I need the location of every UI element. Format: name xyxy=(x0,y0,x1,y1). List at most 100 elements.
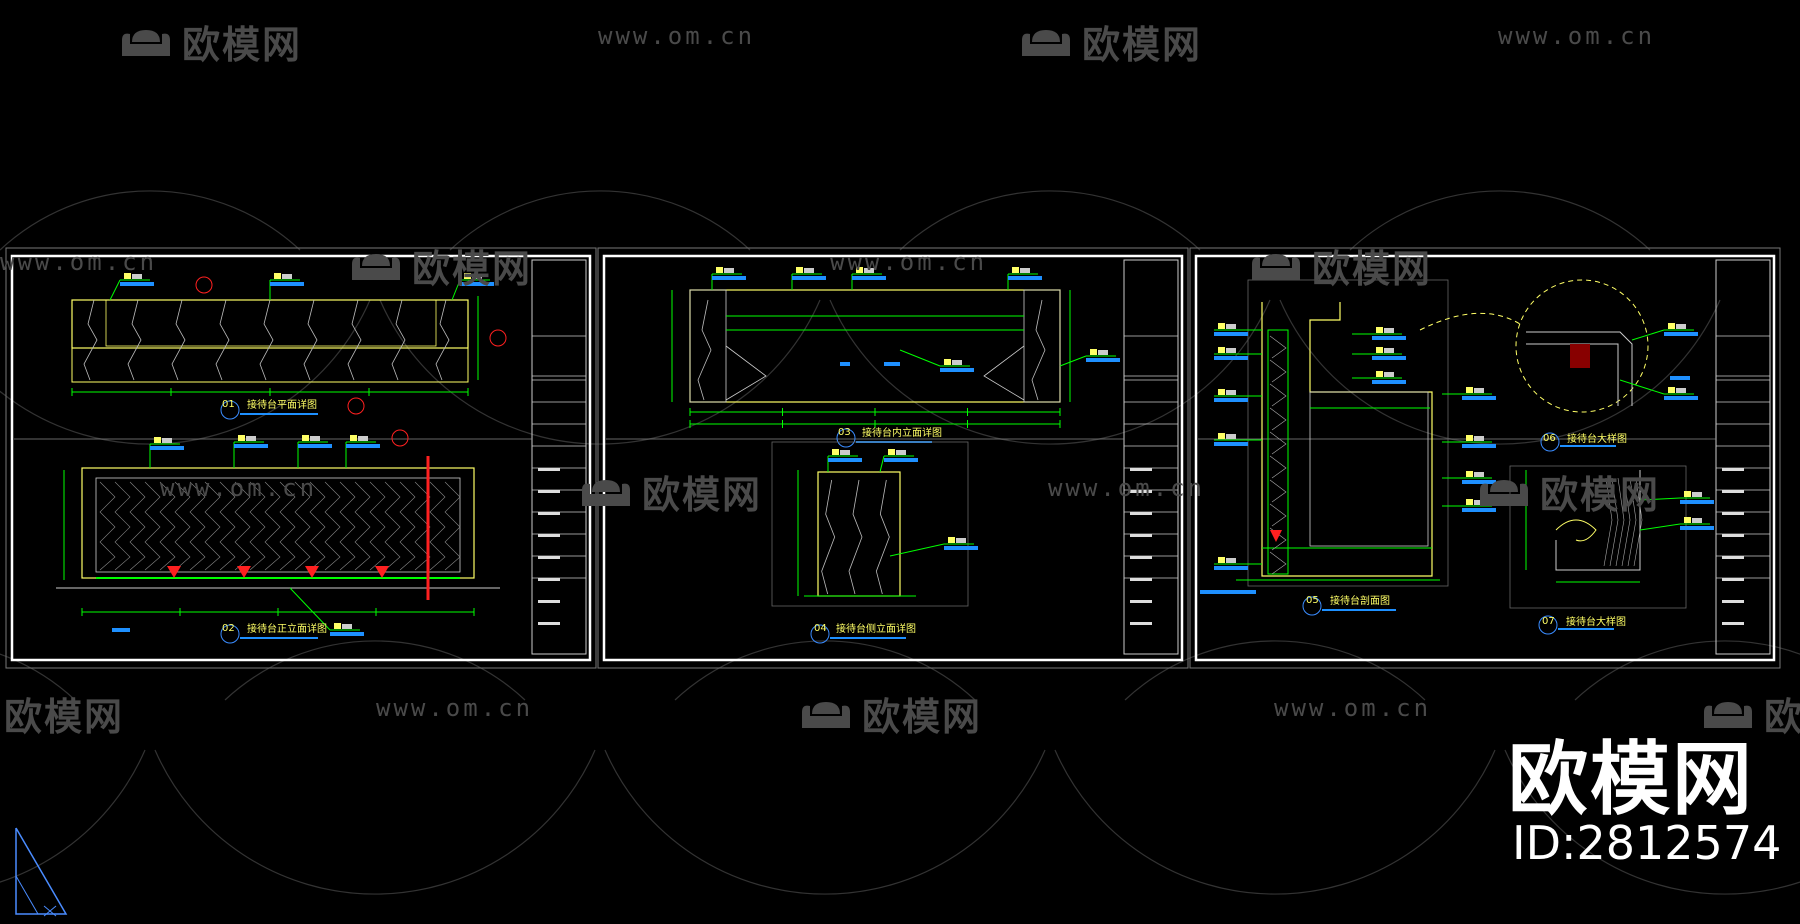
title-block xyxy=(531,259,587,655)
herringbone-pattern xyxy=(249,481,266,571)
herringbone-pattern xyxy=(279,481,296,571)
title-block-text-bar xyxy=(1722,600,1744,603)
herringbone-pattern xyxy=(324,481,341,571)
herringbone-pattern xyxy=(339,481,356,571)
tag-square xyxy=(350,435,357,441)
wood-grain xyxy=(1269,431,1287,455)
leader-line xyxy=(1619,379,1665,395)
tag-bar xyxy=(1086,358,1120,362)
title-block-text-bar xyxy=(538,622,560,625)
tag-square xyxy=(1012,267,1019,273)
title-block-text-bar xyxy=(1722,512,1744,515)
section-cabinet xyxy=(1309,391,1429,547)
downlight-symbol xyxy=(237,566,251,578)
watermark-arc xyxy=(1279,299,1721,445)
marble-vein xyxy=(347,299,362,381)
tag-bar xyxy=(884,362,900,366)
side-elevation-outline xyxy=(817,471,901,597)
wood-grain xyxy=(1269,359,1287,383)
ucs-icon xyxy=(15,827,68,917)
watermark-arc xyxy=(1124,640,1426,701)
tag-bar xyxy=(1214,332,1248,336)
view-number-inner: 03 xyxy=(838,427,851,438)
tag-text xyxy=(1676,388,1686,393)
side-view-frame xyxy=(771,441,969,607)
herringbone-pattern xyxy=(99,481,116,571)
watermark-arc xyxy=(604,749,1046,895)
herringbone-pattern xyxy=(129,481,146,571)
title-block xyxy=(1123,259,1179,655)
tag-text xyxy=(1474,500,1484,505)
tag-square xyxy=(124,273,131,279)
tag-square xyxy=(1090,349,1097,355)
watermark-arc xyxy=(0,190,301,251)
tag-bar xyxy=(852,276,886,280)
watermark-arc xyxy=(154,749,596,895)
tag-square xyxy=(274,273,281,279)
tag-square xyxy=(856,267,863,273)
title-block-text-bar xyxy=(1130,600,1152,603)
tag-text xyxy=(472,274,482,279)
title-block-text-bar xyxy=(1130,490,1152,493)
view-number-plan: 01 xyxy=(222,399,235,410)
watermark-arc xyxy=(1349,190,1651,251)
section-panel xyxy=(1267,329,1289,575)
leader-line xyxy=(1631,329,1665,341)
herringbone-pattern xyxy=(444,481,461,571)
detail-b-frame xyxy=(1509,465,1687,609)
view-title-detail-a: 接待台大样图 xyxy=(1567,432,1627,445)
tag-bar xyxy=(1664,396,1698,400)
title-block-text-bar xyxy=(538,512,560,515)
tag-text xyxy=(162,438,172,443)
tag-bar xyxy=(112,628,130,632)
tag-bar xyxy=(1680,500,1714,504)
herringbone-pattern xyxy=(429,481,446,571)
tag-bar xyxy=(884,458,918,462)
herringbone-pattern xyxy=(189,481,206,571)
tag-square xyxy=(1684,517,1691,523)
section-marker xyxy=(391,429,409,447)
model-id-label: ID:2812574 xyxy=(1512,816,1782,870)
herringbone-pattern xyxy=(219,481,236,571)
sheet-frame xyxy=(602,254,1184,662)
title-block xyxy=(1715,259,1771,655)
detail-leader xyxy=(1419,312,1521,331)
tag-bar xyxy=(840,362,850,366)
wood-grain xyxy=(1627,477,1637,567)
tag-square xyxy=(1466,499,1473,505)
wood-grain xyxy=(1609,477,1619,567)
tag-text xyxy=(246,436,256,441)
tag-text xyxy=(956,538,966,543)
view-title-side-elevation: 接待台侧立面详图 xyxy=(836,622,916,635)
tag-text xyxy=(952,360,962,365)
tag-bar xyxy=(1462,444,1496,448)
tag-bar xyxy=(1680,526,1714,530)
marble-vein xyxy=(1031,299,1046,401)
leader-line xyxy=(289,587,331,631)
view-bubble xyxy=(1302,596,1322,616)
view-bubble xyxy=(836,428,856,448)
tag-bar xyxy=(1200,590,1256,594)
tag-text xyxy=(358,436,368,441)
tag-square xyxy=(832,449,839,455)
herringbone-pattern xyxy=(204,481,221,571)
title-block-text-bar xyxy=(538,490,560,493)
marble-vein xyxy=(391,299,406,381)
wood-grain xyxy=(1269,383,1287,407)
marble-vein xyxy=(171,299,186,381)
tag-bar xyxy=(712,276,746,280)
title-block-text-bar xyxy=(1722,578,1744,581)
wood-grain xyxy=(1621,477,1631,567)
tag-text xyxy=(840,450,850,455)
tag-bar xyxy=(1008,276,1042,280)
tag-bar xyxy=(1214,356,1248,360)
view-number-front: 02 xyxy=(222,623,235,634)
tag-bar xyxy=(1664,332,1698,336)
title-block-text-bar xyxy=(538,600,560,603)
wood-grain xyxy=(1269,551,1287,575)
marble-vein xyxy=(259,299,274,381)
title-block-text-bar xyxy=(1130,468,1152,471)
tag-square xyxy=(1466,471,1473,477)
title-block-text-bar xyxy=(538,468,560,471)
sheet-2 xyxy=(597,247,1189,669)
